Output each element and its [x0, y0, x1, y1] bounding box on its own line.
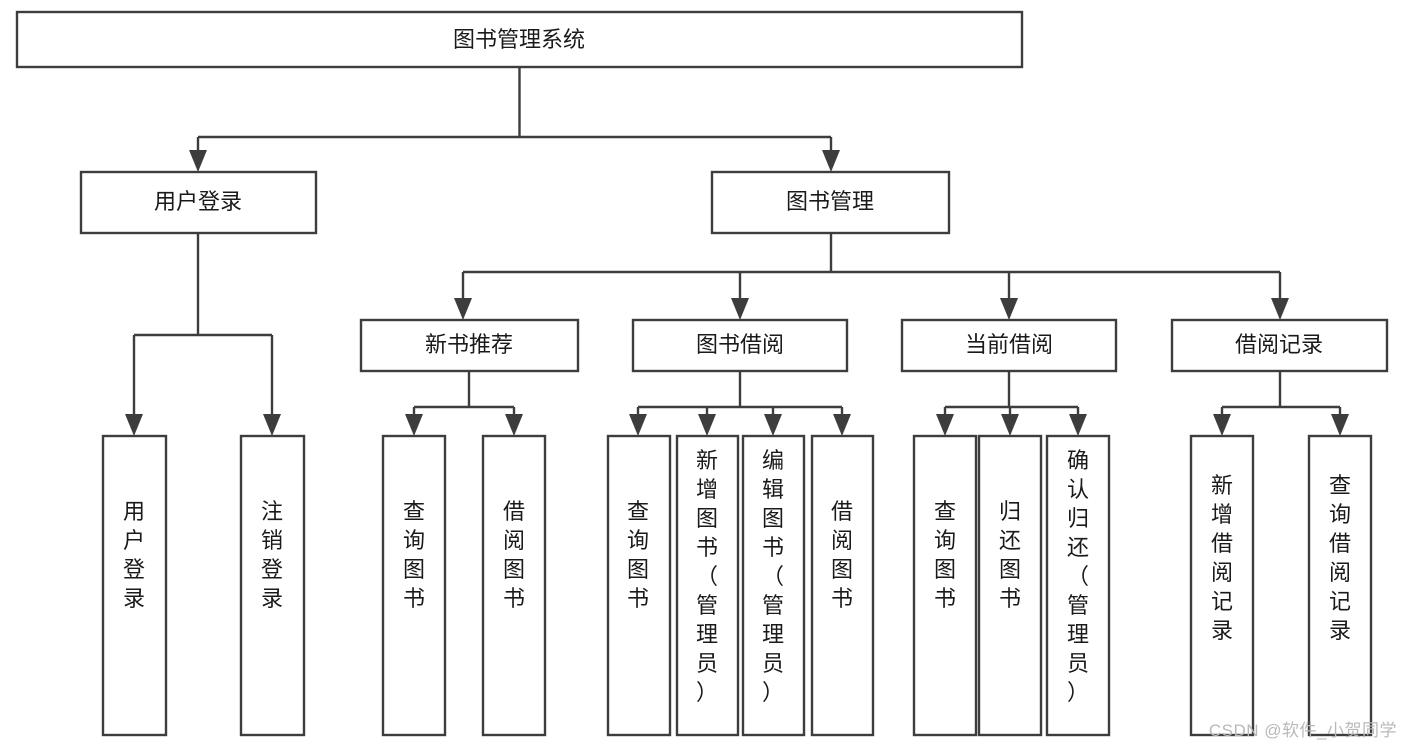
node-leaf-query-book-2-box[interactable] — [606, 434, 672, 737]
node-leaf-add-book-box[interactable] — [675, 434, 740, 737]
node-current-borrow-label: 当前借阅 — [965, 332, 1053, 357]
node-book-borrow-label: 图书借阅 — [696, 332, 784, 357]
node-book-borrow[interactable]: 图书借阅 — [631, 318, 849, 373]
arrowhead-leaf-add-book — [698, 414, 716, 436]
node-book-borrow-box[interactable] — [631, 318, 849, 373]
node-leaf-borrow-book-2-box[interactable] — [810, 434, 875, 737]
node-borrow-record-box[interactable] — [1170, 318, 1389, 373]
node-leaf-query-record-box[interactable] — [1307, 434, 1373, 737]
node-leaf-return-book[interactable]: 归还图书 — [977, 434, 1043, 737]
arrowhead-leaf-query-book-2 — [629, 414, 647, 436]
node-leaf-query-book-3-box[interactable] — [912, 434, 978, 737]
node-leaf-borrow-book-2-label: 借阅图书 — [831, 499, 853, 611]
node-leaf-user-logout-label: 注销登录 — [261, 499, 283, 611]
node-leaf-user-logout[interactable]: 注销登录 — [239, 434, 306, 737]
connector-layer — [125, 67, 1349, 436]
arrowhead-leaf-borrow-book-1 — [505, 414, 523, 436]
node-leaf-confirm-return-label: 确认归还（管理员） — [1067, 448, 1089, 705]
node-leaf-add-record-box[interactable] — [1189, 434, 1255, 737]
arrowhead-leaf-confirm-return — [1069, 414, 1087, 436]
arrowhead-book-mgmt — [822, 150, 840, 172]
node-book-management-box[interactable] — [710, 170, 951, 235]
node-root[interactable]: 图书管理系统 — [15, 10, 1024, 69]
node-new-book-recommend[interactable]: 新书推荐 — [359, 318, 580, 373]
node-leaf-return-book-label: 归还图书 — [999, 499, 1021, 611]
node-leaf-edit-book-box[interactable] — [741, 434, 806, 737]
arrowhead-current-borrow — [1000, 298, 1018, 320]
node-leaf-confirm-return-box[interactable] — [1045, 434, 1111, 737]
node-user-login-label: 用户登录 — [154, 189, 242, 214]
arrowhead-leaf-borrow-book-2 — [833, 414, 851, 436]
arrowhead-leaf-edit-book — [764, 414, 782, 436]
arrowhead-leaf-add-record — [1213, 414, 1231, 436]
node-leaf-query-book-3-label: 查询图书 — [934, 499, 956, 611]
node-leaf-query-book-1-label: 查询图书 — [403, 499, 425, 611]
node-leaf-return-book-box[interactable] — [977, 434, 1043, 737]
node-leaf-edit-book-label: 编辑图书（管理员） — [762, 448, 784, 705]
node-root-label: 图书管理系统 — [453, 27, 585, 52]
node-leaf-query-book-3[interactable]: 查询图书 — [912, 434, 978, 737]
node-leaf-edit-book[interactable]: 编辑图书（管理员） — [741, 434, 806, 737]
node-book-management[interactable]: 图书管理 — [710, 170, 951, 235]
arrowhead-leaf-user-login — [125, 414, 143, 436]
arrowhead-new-book-recommend — [454, 298, 472, 320]
node-leaf-query-book-1-box[interactable] — [381, 434, 447, 737]
node-current-borrow-box[interactable] — [900, 318, 1118, 373]
arrowhead-leaf-query-record — [1331, 414, 1349, 436]
arrowhead-borrow-record — [1271, 298, 1289, 320]
node-leaf-confirm-return[interactable]: 确认归还（管理员） — [1045, 434, 1111, 737]
node-leaf-add-book-label: 新增图书（管理员） — [696, 448, 718, 705]
node-leaf-borrow-book-1-label: 借阅图书 — [503, 499, 525, 611]
node-leaf-user-login[interactable]: 用户登录 — [101, 434, 168, 737]
arrowhead-leaf-query-book-3 — [936, 414, 954, 436]
node-leaf-query-book-2-label: 查询图书 — [627, 499, 649, 611]
arrowhead-leaf-query-book-1 — [405, 414, 423, 436]
node-user-login-box[interactable] — [79, 170, 318, 235]
node-new-book-recommend-label: 新书推荐 — [425, 332, 513, 357]
arrowhead-leaf-user-logout — [263, 414, 281, 436]
csdn-watermark: CSDN @软件_小贺同学 — [1208, 721, 1397, 740]
node-leaf-borrow-book-2[interactable]: 借阅图书 — [810, 434, 875, 737]
node-leaf-add-book[interactable]: 新增图书（管理员） — [675, 434, 740, 737]
node-user-login[interactable]: 用户登录 — [79, 170, 318, 235]
node-borrow-record[interactable]: 借阅记录 — [1170, 318, 1389, 373]
arrowhead-user-login — [189, 150, 207, 172]
node-leaf-user-login-label: 用户登录 — [123, 499, 145, 611]
node-current-borrow[interactable]: 当前借阅 — [900, 318, 1118, 373]
node-new-book-recommend-box[interactable] — [359, 318, 580, 373]
node-leaf-borrow-book-1[interactable]: 借阅图书 — [481, 434, 547, 737]
node-leaf-borrow-book-1-box[interactable] — [481, 434, 547, 737]
arrowhead-book-borrow — [731, 298, 749, 320]
node-leaf-query-book-1[interactable]: 查询图书 — [381, 434, 447, 737]
node-leaf-query-book-2[interactable]: 查询图书 — [606, 434, 672, 737]
node-book-management-label: 图书管理 — [786, 189, 874, 214]
node-leaf-user-logout-box[interactable] — [239, 434, 306, 737]
node-leaf-query-record[interactable]: 查询借阅记录 — [1307, 434, 1373, 737]
node-leaf-add-record[interactable]: 新增借阅记录 — [1189, 434, 1255, 737]
node-leaf-query-record-label: 查询借阅记录 — [1329, 473, 1351, 643]
node-leaf-user-login-box[interactable] — [101, 434, 168, 737]
arrowhead-leaf-return-book — [1001, 414, 1019, 436]
node-leaf-add-record-label: 新增借阅记录 — [1211, 473, 1233, 643]
node-borrow-record-label: 借阅记录 — [1235, 332, 1323, 357]
node-root-box[interactable] — [15, 10, 1024, 69]
